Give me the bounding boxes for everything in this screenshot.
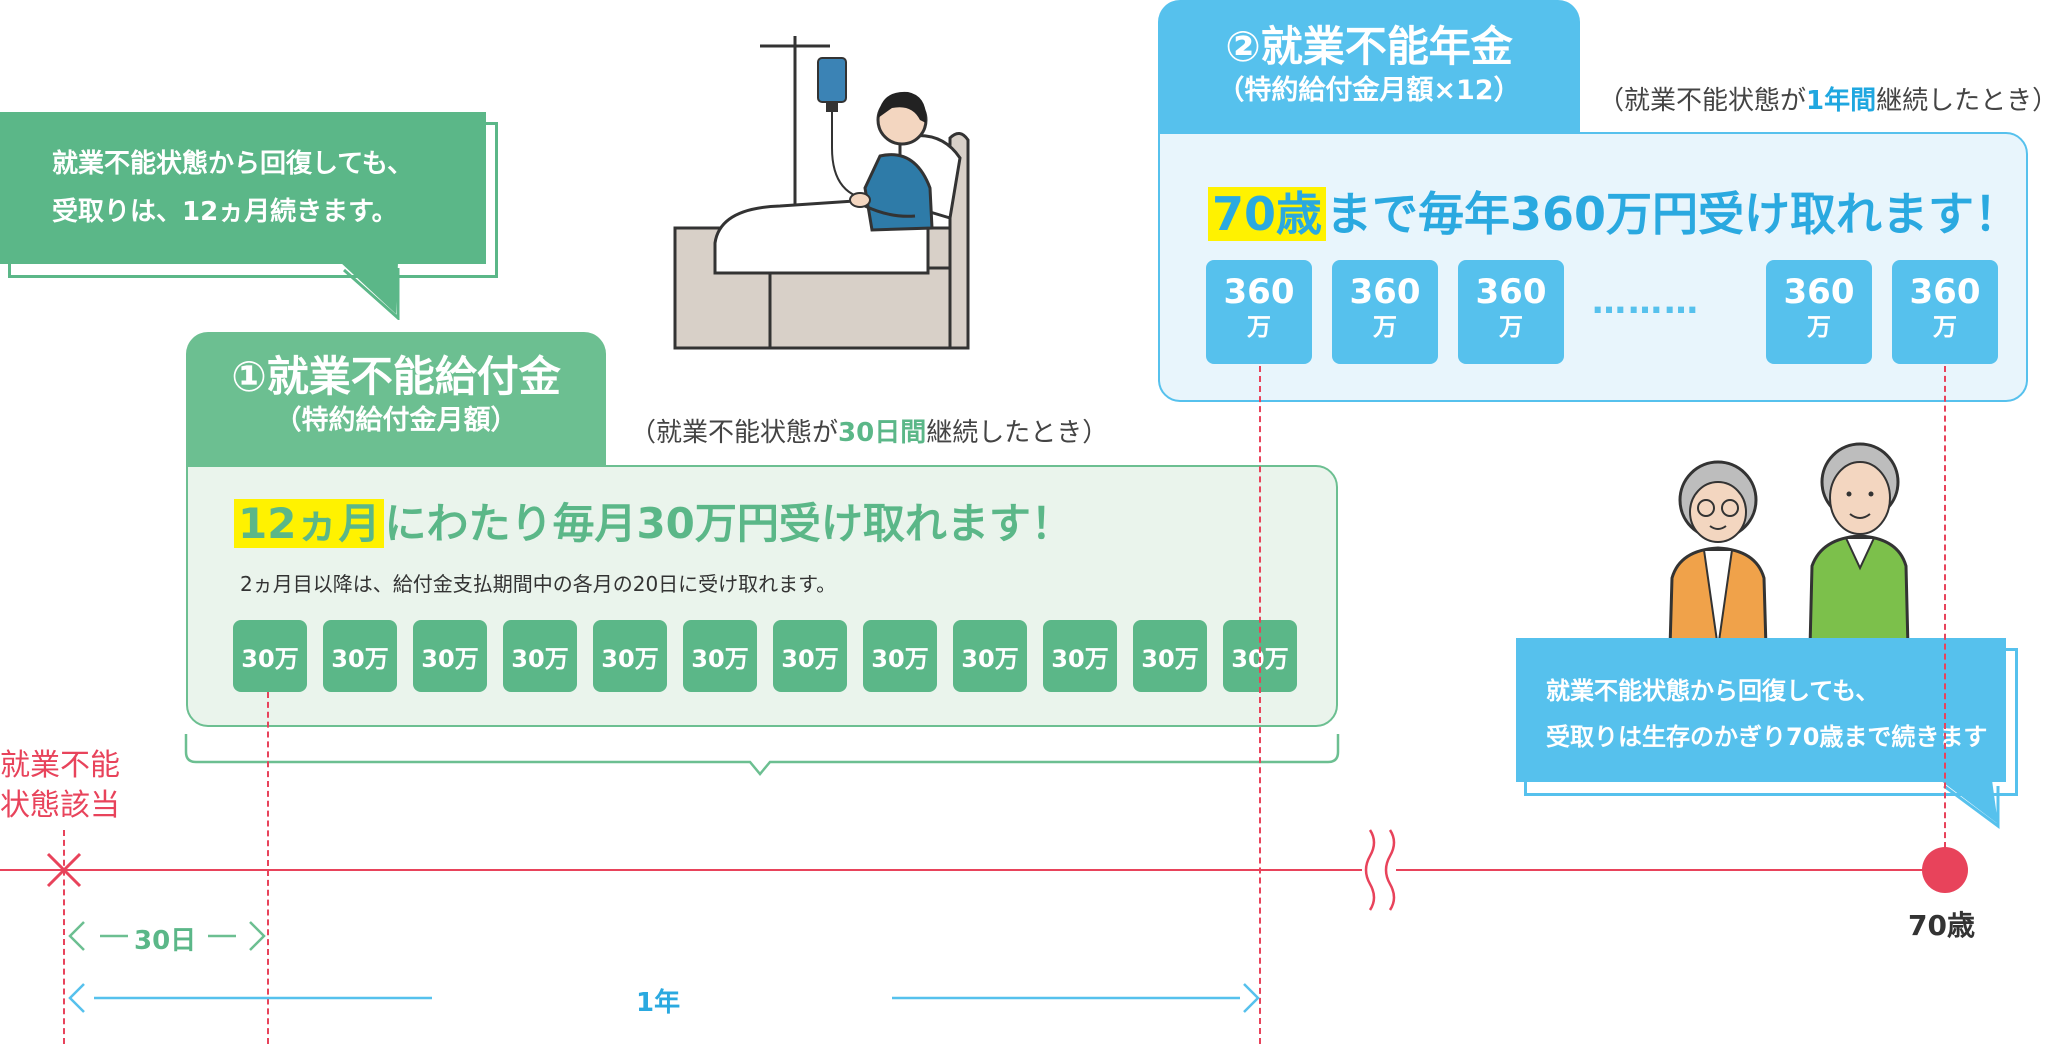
benefit1-brace xyxy=(184,734,1340,776)
annual-payment-chip: 360 万 xyxy=(1332,260,1438,364)
payment-chip: 30万 xyxy=(863,620,937,692)
start-label: 就業不能 状態該当 xyxy=(0,746,120,826)
payment-chip: 30万 xyxy=(503,620,577,692)
payment-chip: 30万 xyxy=(233,620,307,692)
benefit1-headline: 12ヵ月にわたり毎月30万円受け取れます！ xyxy=(234,490,1073,551)
annual-payment-chip: 360 万 xyxy=(1206,260,1312,364)
lifetime-note-bubble: 就業不能状態から回復しても、 受取りは生存のかぎり70歳まで続きます xyxy=(1516,638,2006,782)
payment-chip: 30万 xyxy=(593,620,667,692)
end-label: 70歳 xyxy=(1908,909,1975,942)
lifetime-note-line1: 就業不能状態から回復しても、 xyxy=(1546,677,1880,705)
benefit1-condition-prefix: （就業不能状態が xyxy=(630,418,839,448)
payment-chip: 30万 xyxy=(773,620,847,692)
annual-payments-ellipsis: ……… xyxy=(1592,282,1700,322)
benefit1-tab: ①就業不能給付金 （特約給付金月額） xyxy=(186,332,606,467)
payment-chip: 30万 xyxy=(1133,620,1207,692)
payment-chip: 30万 xyxy=(953,620,1027,692)
payment-chip: 30万 xyxy=(1043,620,1117,692)
recovery-note-line2: 受取りは、12ヵ月続きます。 xyxy=(52,197,398,227)
day30-guide-line xyxy=(267,692,269,1044)
span-1year-arrow xyxy=(68,983,1260,1013)
span-1year-label: 1年 xyxy=(636,988,681,1018)
annual-unit: 万 xyxy=(1807,313,1831,341)
benefit2-headline: 70歳まで毎年360万円受け取れます！ xyxy=(1208,178,2020,244)
start-label-line2: 状態該当 xyxy=(0,788,120,823)
benefit1-subtitle: （特約給付金月額） xyxy=(274,405,518,436)
elderly-couple-illustration xyxy=(1668,442,1910,648)
annual-amount: 360 xyxy=(1349,272,1421,312)
benefit2-condition-prefix: （就業不能状態が xyxy=(1598,86,1807,116)
age70-guide-line xyxy=(1944,366,1946,848)
payment-chip: 30万 xyxy=(413,620,487,692)
benefit1-title: ①就業不能給付金 xyxy=(231,352,561,401)
benefit1-note: 2ヵ月目以降は、給付金支払期間中の各月の20日に受け取れます。 xyxy=(240,572,837,596)
annual-amount: 360 xyxy=(1475,272,1547,312)
benefit1-headline-rest: にわたり毎月30万円受け取れます！ xyxy=(384,499,1073,548)
benefit1-condition-highlight: 30日間 xyxy=(838,418,927,448)
benefit2-title: ②就業不能年金 xyxy=(1225,22,1513,71)
benefit1-condition-suffix: 継続したとき） xyxy=(926,418,1109,448)
annual-amount: 360 xyxy=(1783,272,1855,312)
end-marker-dot xyxy=(1922,847,1968,893)
start-label-line1: 就業不能 xyxy=(0,748,120,783)
timeline-break-icon xyxy=(1364,829,1396,911)
benefit2-condition-highlight: 1年間 xyxy=(1806,86,1877,116)
hospital-patient-illustration xyxy=(673,36,970,350)
annual-unit: 万 xyxy=(1933,313,1957,341)
annual-payment-chip: 360 万 xyxy=(1892,260,1998,364)
benefit1-condition: （就業不能状態が30日間継続したとき） xyxy=(630,412,1108,449)
benefit1-headline-highlight: 12ヵ月 xyxy=(234,499,385,548)
annual-amount: 360 xyxy=(1223,272,1295,312)
annual-amount: 360 xyxy=(1909,272,1981,312)
span-30days-arrow xyxy=(68,921,266,951)
benefit2-headline-rest: まで毎年360万円受け取れます！ xyxy=(1326,187,2021,241)
span-30days-label: 30日 xyxy=(134,926,197,956)
annual-unit: 万 xyxy=(1499,313,1523,341)
benefit2-subtitle: （特約給付金月額×12） xyxy=(1217,75,1521,106)
annual-payment-chip: 360 万 xyxy=(1458,260,1564,364)
timeline-axis xyxy=(0,869,1944,871)
recovery-note-line1: 就業不能状態から回復しても、 xyxy=(52,149,414,179)
lifetime-note-line2: 受取りは生存のかぎり70歳まで続きます xyxy=(1546,723,1988,751)
benefit2-condition: （就業不能状態が1年間継続したとき） xyxy=(1598,80,2058,117)
benefit2-headline-highlight: 70歳 xyxy=(1208,187,1327,241)
payment-chip: 30万 xyxy=(323,620,397,692)
annual-unit: 万 xyxy=(1247,313,1271,341)
bubble-tail xyxy=(1940,780,2000,829)
annual-unit: 万 xyxy=(1373,313,1397,341)
recovery-note-bubble: 就業不能状態から回復しても、 受取りは、12ヵ月続きます。 xyxy=(0,112,486,264)
start-guide-line xyxy=(63,830,65,1044)
benefit2-tab: ②就業不能年金 （特約給付金月額×12） xyxy=(1158,0,1580,134)
payment-chip: 30万 xyxy=(683,620,757,692)
benefit2-condition-suffix: 継続したとき） xyxy=(1876,86,2059,116)
bubble-tail xyxy=(340,262,400,320)
year1-guide-line xyxy=(1259,366,1261,1044)
annual-payment-chip: 360 万 xyxy=(1766,260,1872,364)
